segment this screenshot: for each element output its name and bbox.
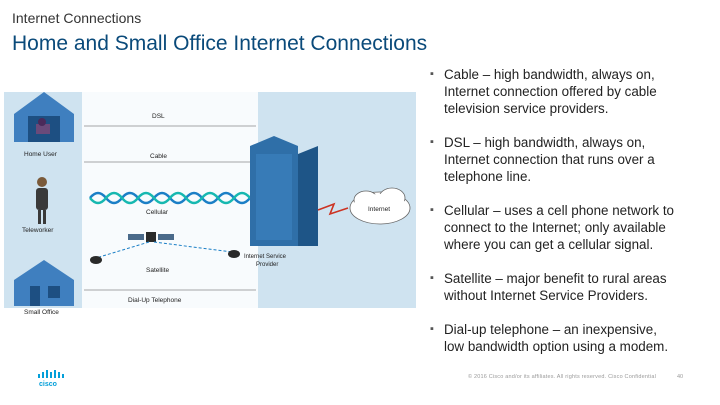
internet-cloud-icon [349, 187, 411, 225]
bullet-text-line: Cable – high bandwidth, always on, [444, 67, 655, 82]
section-label: Internet Connections [12, 10, 142, 26]
bullet-item: ▪ Cable – high bandwidth, always on, Inter… [428, 66, 712, 117]
isp-label-line2: Provider [256, 262, 278, 268]
isp-label-line1: Internet Service [244, 254, 287, 260]
page-number: 40 [677, 374, 684, 380]
bullet-text-line: connect to the Internet; only available [444, 220, 666, 235]
cable-label: Cable [150, 153, 167, 160]
bullet-text-line: without Internet Service Providers. [444, 288, 648, 303]
satellite-icon [128, 232, 174, 242]
teleworker-person-icon [36, 177, 48, 224]
bullet-text-line: low bandwidth option using a modem. [444, 339, 669, 354]
bullet-text-line: DSL – high bandwidth, always on, [444, 135, 646, 150]
bullet-text-line: Dial-up telephone – an inexpensive, [444, 322, 657, 337]
bullet-marker: ▪ [430, 204, 434, 216]
bullet-item: ▪ Dial-up telephone – an inexpensive, low … [428, 321, 712, 355]
teleworker-label: Teleworker [22, 227, 54, 234]
bullet-text-line: telephone line. [444, 169, 532, 184]
bullet-list: ▪ Cable – high bandwidth, always on, Inter… [428, 66, 712, 372]
slide-title: Home and Small Office Internet Connectio… [12, 32, 428, 55]
internet-label: Internet [368, 206, 390, 213]
satellite-link [153, 241, 233, 253]
bullet-text-line: television service providers. [444, 101, 609, 116]
bullet-text-line: where you can get a cellular signal. [444, 237, 654, 252]
isp-building-icon [250, 136, 318, 246]
home-user-label: Home User [24, 151, 58, 158]
bullet-marker: ▪ [430, 68, 434, 80]
bullet-marker: ▪ [430, 272, 434, 284]
bullet-text-line: Satellite – major benefit to rural areas [444, 271, 667, 286]
bullet-marker: ▪ [430, 323, 434, 335]
satellite-dish-icon [90, 256, 102, 264]
bullet-item: ▪ Cellular – uses a cell phone network to… [428, 202, 712, 253]
satellite-dish-icon [228, 250, 240, 258]
bullet-text-line: Cellular – uses a cell phone network to [444, 203, 675, 218]
bullet-text-line: Internet connection offered by cable [444, 84, 657, 99]
home-user-house-icon [14, 92, 74, 142]
cisco-logo-text: cisco [39, 381, 57, 388]
isp-internet-link [317, 202, 349, 216]
cellular-label: Cellular [146, 209, 169, 216]
bullet-text-line: Internet connection that runs over a [444, 152, 655, 167]
connection-diagram: Home User Teleworker Small Office DSL Ca… [4, 92, 416, 316]
bullet-item: ▪ Satellite – major benefit to rural area… [428, 270, 712, 304]
dialup-label: Dial-Up Telephone [128, 297, 182, 304]
cellular-wave-blue [89, 191, 267, 205]
small-office-label: Small Office [24, 309, 59, 316]
bullet-item: ▪ DSL – high bandwidth, always on, Interne… [428, 134, 712, 185]
satellite-label: Satellite [146, 267, 170, 274]
cisco-logo-icon: cisco [38, 370, 64, 388]
small-office-house-icon [14, 260, 74, 306]
dsl-label: DSL [152, 113, 165, 120]
cellular-wave-teal [89, 191, 267, 205]
diagram-inner-panel [82, 92, 258, 308]
footer-copyright: © 2016 Cisco and/or its affiliates. All … [468, 374, 657, 380]
satellite-link [95, 241, 150, 259]
bullet-marker: ▪ [430, 136, 434, 148]
